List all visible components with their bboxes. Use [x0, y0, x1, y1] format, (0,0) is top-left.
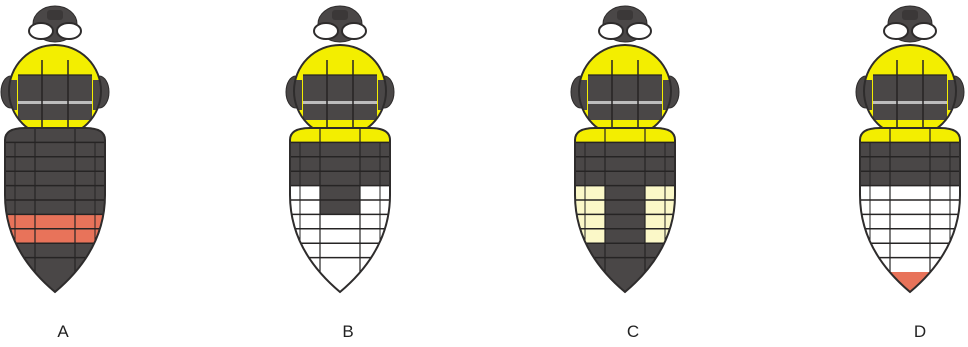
abdomen-band-center: [605, 142, 645, 157]
abdomen-band-center: [605, 171, 645, 186]
bee-panel-a: [1, 6, 109, 294]
abdomen-band-center: [35, 258, 75, 273]
thorax-disc: [18, 75, 92, 120]
head-vertex: [617, 10, 633, 20]
abdomen-band-center: [320, 128, 360, 143]
head-left-face-patch: [884, 23, 908, 39]
abdomen-band-center: [320, 200, 360, 215]
abdomen-band-center: [890, 128, 930, 143]
abdomen-band-center: [320, 171, 360, 186]
abdomen-band-center: [890, 157, 930, 172]
abdomen-band-center: [605, 200, 645, 215]
thorax: [5, 40, 105, 140]
head-left-face-patch: [29, 23, 53, 39]
head-vertex: [902, 10, 918, 20]
head-right-face-patch: [342, 23, 366, 39]
head-right-face-patch: [57, 23, 81, 39]
thorax-midline: [588, 101, 662, 104]
abdomen-band-center: [605, 157, 645, 172]
head-left-face-patch: [599, 23, 623, 39]
bee-panel-d: [856, 6, 964, 294]
abdomen-band-center: [890, 243, 930, 258]
abdomen-band-center: [320, 157, 360, 172]
head-left-face-patch: [314, 23, 338, 39]
thorax: [575, 40, 675, 140]
abdomen-band-center: [35, 243, 75, 258]
abdomen-band-center: [605, 258, 645, 273]
thorax-midline: [873, 101, 947, 104]
abdomen-band-center: [605, 243, 645, 258]
abdomen-band-center: [35, 157, 75, 172]
panel-label-d: D: [900, 322, 940, 342]
abdomen-band-center: [605, 186, 645, 201]
abdomen: [573, 128, 677, 294]
panel-label-a: A: [43, 322, 83, 342]
abdomen-band-center: [605, 214, 645, 229]
head-right-face-patch: [912, 23, 936, 39]
abdomen-band-center: [890, 258, 930, 273]
abdomen-band-center: [35, 128, 75, 143]
abdomen-band-center: [890, 214, 930, 229]
abdomen: [3, 128, 107, 294]
thorax-midline: [18, 101, 92, 104]
thorax-disc: [588, 75, 662, 120]
abdomen-band-center: [35, 186, 75, 201]
head-right-face-patch: [627, 23, 651, 39]
panel-label-b: B: [328, 322, 368, 342]
abdomen-band-center: [35, 142, 75, 157]
abdomen-band-center: [890, 142, 930, 157]
abdomen-band-center: [320, 142, 360, 157]
abdomen-band-center: [320, 186, 360, 201]
thorax: [860, 40, 960, 140]
abdomen-band-center: [35, 200, 75, 215]
abdomen-band-center: [605, 229, 645, 244]
abdomen-band-center: [35, 171, 75, 186]
abdomen-band-center: [890, 200, 930, 215]
head-vertex: [332, 10, 348, 20]
bee-panel-b: [286, 6, 394, 294]
thorax-disc: [303, 75, 377, 120]
abdomen-band-center: [35, 214, 75, 229]
abdomen-band-center: [35, 229, 75, 244]
abdomen: [288, 128, 392, 294]
panel-label-c: C: [613, 322, 653, 342]
abdomen-band-center: [320, 243, 360, 258]
thorax-midline: [303, 101, 377, 104]
abdomen-band-center: [320, 214, 360, 229]
head-vertex: [47, 10, 63, 20]
abdomen-band-center: [320, 229, 360, 244]
abdomen-band-center: [890, 229, 930, 244]
abdomen-band-center: [890, 171, 930, 186]
abdomen-band-center: [320, 258, 360, 273]
thorax-disc: [873, 75, 947, 120]
abdomen: [858, 128, 962, 294]
thorax: [290, 40, 390, 140]
abdomen-band-center: [605, 128, 645, 143]
abdomen-band-center: [890, 186, 930, 201]
bee-panel-c: [571, 6, 679, 294]
